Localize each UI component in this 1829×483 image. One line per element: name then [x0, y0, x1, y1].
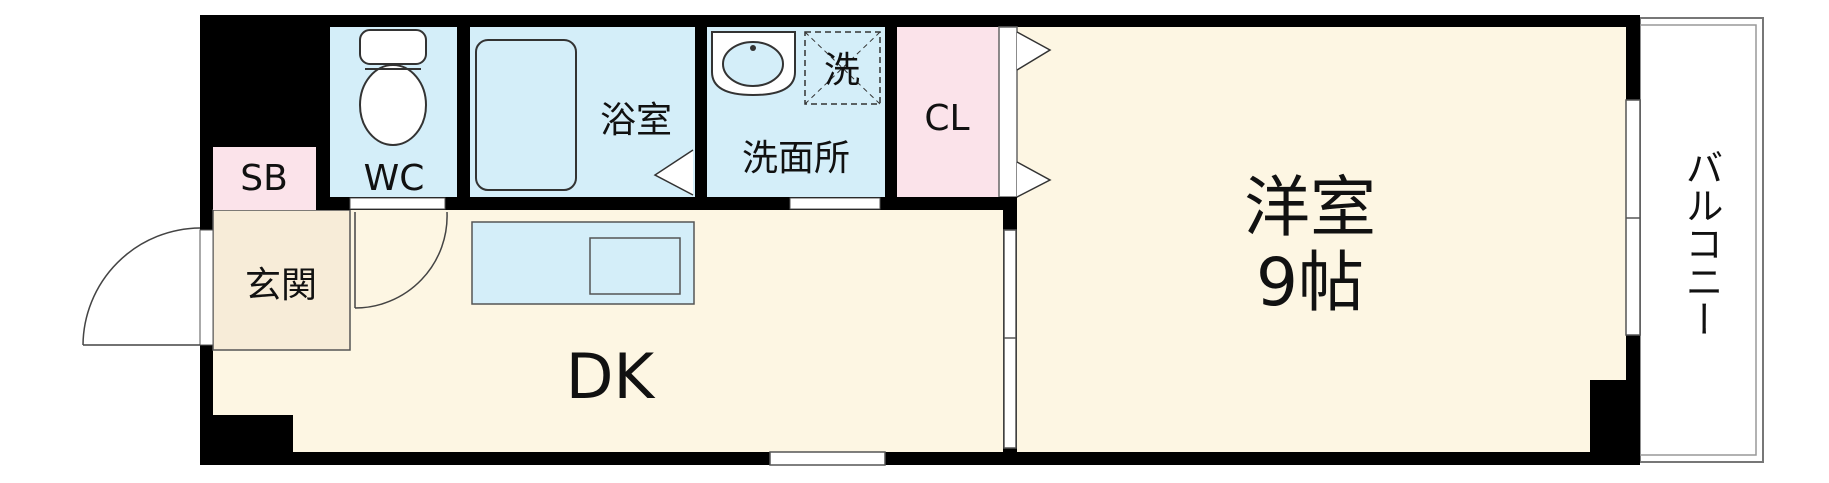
closet-label: CL — [924, 98, 969, 139]
closet-door-lower — [1016, 161, 1052, 198]
dk-window — [769, 451, 886, 466]
kitchen-counter — [471, 221, 695, 305]
bathtub — [475, 39, 577, 191]
wc-door-opening — [349, 197, 446, 210]
balcony-label: バルコニー — [1679, 148, 1723, 338]
sb-label: SB — [240, 158, 288, 199]
pillar-sw — [213, 415, 293, 452]
entrance-floor — [212, 209, 351, 351]
shoe-box-area — [213, 147, 316, 210]
entrance-label: 玄関 — [245, 265, 317, 306]
closet-door-upper — [1016, 31, 1052, 71]
closet-floor — [897, 27, 999, 197]
wc-door-swing — [354, 211, 448, 309]
wall-wash-cl — [885, 27, 897, 197]
wall-bath-wash — [695, 27, 707, 197]
entrance-door-swing — [82, 227, 201, 346]
pillar-se — [1590, 380, 1626, 452]
wall-wc-left — [316, 27, 330, 210]
closet-door-strip — [998, 26, 1018, 198]
western-room-label: 洋室 — [1244, 169, 1376, 246]
balcony-area — [1639, 17, 1764, 463]
dk-western-sliding-door — [1003, 229, 1017, 449]
pillar-nw — [200, 15, 330, 147]
washroom-door-opening — [789, 197, 881, 210]
western-room-floor — [1017, 27, 1626, 452]
wash-basin — [711, 31, 796, 97]
bath-label: 浴室 — [600, 100, 672, 141]
dk-label: DK — [566, 340, 656, 413]
washroom-label: 洗面所 — [742, 138, 850, 179]
western-room-size: 9帖 — [1256, 244, 1364, 321]
wc-label: WC — [364, 158, 425, 199]
wall-wc-bath — [457, 27, 470, 197]
bath-door — [653, 149, 694, 196]
kitchen-sink — [589, 237, 681, 295]
washing-machine-space — [804, 31, 881, 105]
entrance-door-opening — [199, 229, 214, 346]
washer-label: 洗 — [824, 50, 860, 91]
toilet-fixture — [359, 29, 427, 146]
